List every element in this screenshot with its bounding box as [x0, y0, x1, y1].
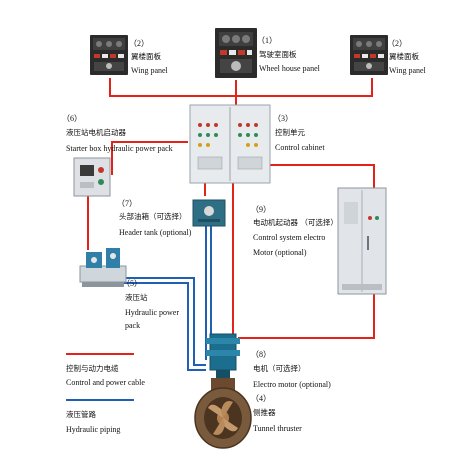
label-electro-motor-cn: 电机（可选择）: [253, 364, 306, 373]
label-control-cabinet-num: （3）: [273, 114, 293, 123]
label-power-pack-en2: pack: [125, 321, 141, 330]
label-control-cabinet-en: Control cabinet: [275, 143, 325, 152]
label-wing-panel-left-num: （2）: [129, 39, 149, 48]
label-power-pack-num: （5）: [122, 279, 142, 288]
label-tunnel-thruster-en: Tunnel thruster: [253, 424, 302, 433]
electro-motor-image: [206, 333, 240, 378]
hydraulic-power-pack-image: [79, 248, 127, 287]
cable-cabinet-starter: [111, 141, 188, 175]
label-motor-starter-en1: Control system electro: [253, 233, 326, 242]
label-header-tank-num: （7）: [117, 199, 137, 208]
label-wheel-house-num: （1）: [257, 36, 277, 45]
label-header-tank-cn: 头部油箱（可选择）: [119, 212, 187, 221]
starter-box-image: [73, 157, 111, 197]
cable-wing-left: [109, 78, 236, 97]
label-starter-box-num: （6）: [62, 114, 82, 123]
cable-wing-right: [236, 78, 373, 97]
legend-power-en: Control and power cable: [66, 378, 145, 387]
label-motor-starter-cn: 电动机起动器 （可选择）: [253, 218, 338, 227]
cable-motorstarter-motor: [238, 293, 375, 339]
label-wing-panel-right-en: Wing panel: [389, 66, 426, 75]
label-power-pack-cn: 液压站: [125, 293, 148, 302]
label-wing-panel-right-num: （2）: [387, 39, 407, 48]
label-tunnel-thruster-num: （4）: [251, 394, 271, 403]
label-motor-starter-en2: Motor (optional): [253, 248, 307, 257]
tunnel-thruster-image: [194, 378, 252, 449]
label-wing-panel-left-cn: 翼楼面板: [131, 52, 161, 61]
label-electro-motor-en: Electro motor (optional): [253, 380, 331, 389]
label-wheel-house-cn: 驾驶室面板: [259, 50, 297, 59]
motor-starter-image: [337, 187, 387, 295]
wing-panel-left-image: [90, 35, 128, 75]
control-cabinet-image: [189, 104, 271, 184]
wing-panel-right-image: [350, 35, 388, 75]
label-wing-panel-right-cn: 翼楼面板: [389, 52, 419, 61]
label-header-tank-en: Header tank (optional): [119, 228, 192, 237]
legend-power-cn: 控制与动力电缆: [66, 364, 119, 373]
legend-hydraulic-cn: 液压管路: [66, 410, 96, 419]
label-power-pack-en1: Hydraulic power: [125, 308, 179, 317]
header-tank-image: [192, 199, 226, 227]
wheel-house-panel-image: [215, 28, 257, 78]
label-wing-panel-left-en: Wing panel: [131, 66, 168, 75]
label-starter-box-cn: 液压站电机启动器: [66, 128, 126, 137]
label-starter-box-en: Starter box hydraulic power pack: [66, 144, 173, 153]
label-electro-motor-num: （8）: [251, 350, 271, 359]
label-wheel-house-en: Wheel house panel: [259, 64, 320, 73]
legend-hydraulic-en: Hydraulic piping: [66, 425, 121, 434]
label-motor-starter-num: （9）: [251, 205, 271, 214]
label-tunnel-thruster-cn: 侧推器: [253, 408, 276, 417]
cable-cabinet-motorstarter: [270, 164, 375, 190]
label-control-cabinet-cn: 控制单元: [275, 128, 305, 137]
